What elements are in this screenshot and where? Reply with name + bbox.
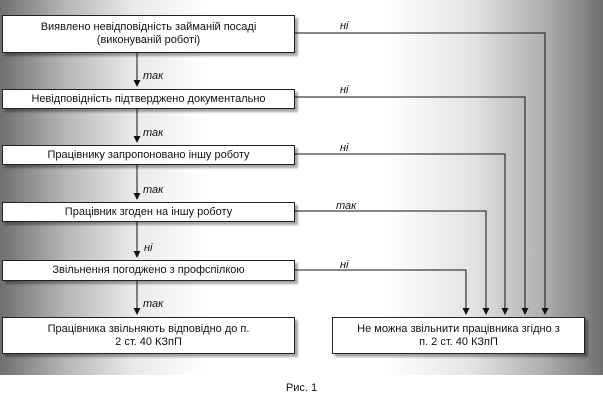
label-down-4: ні [144, 242, 153, 254]
box-cannot-dismiss-result: Не можна звільнити працівника згідно з п… [332, 317, 585, 354]
figure-caption: Рис. 1 [285, 382, 318, 394]
box-union-approved-text: Звільнення погоджено з профспілкою [52, 264, 245, 276]
box-dismissal-result-text: Працівника звільняють відповідно до п. 2… [47, 322, 250, 348]
branch-b4-yes [295, 210, 490, 315]
label-right-4: так [336, 200, 357, 212]
box-employee-agrees: Працівник згоден на іншу роботу [2, 202, 295, 222]
label-right-1: ні [340, 20, 349, 32]
box-nonconformity-found: Виявлено невідповідність займаній посаді… [2, 15, 295, 53]
branch-b1-no [295, 32, 549, 315]
label-down-5: так [143, 298, 164, 310]
box-employee-agrees-text: Працівник згоден на іншу роботу [64, 205, 233, 218]
label-down-3: так [143, 184, 164, 196]
box-nonconformity-found-text: Виявлено невідповідність займаній посаді… [40, 21, 257, 46]
box-cannot-dismiss-result-text: Не можна звільнити працівника згідно з п… [357, 322, 560, 348]
branch-b3-no [295, 153, 509, 315]
label-right-2: ні [340, 84, 349, 96]
connector-lines [133, 32, 549, 315]
branch-b5-no [295, 269, 470, 315]
label-right-3: ні [340, 142, 349, 154]
box-other-work-offered-text: Працівнику запропоновано іншу роботу [47, 148, 250, 161]
box-other-work-offered: Працівнику запропоновано іншу роботу [2, 145, 295, 165]
box-documented: Невідповідність підтверджено документаль… [2, 89, 295, 109]
box-union-approved: Звільнення погоджено з профспілкою [2, 260, 295, 281]
box-documented-text: Невідповідність підтверджено документаль… [31, 92, 266, 105]
label-down-1: так [143, 70, 164, 82]
box-dismissal-result: Працівника звільняють відповідно до п. 2… [2, 317, 295, 354]
label-right-5: ні [340, 259, 349, 271]
label-down-2: так [143, 127, 164, 139]
branch-b2-no [295, 96, 529, 315]
